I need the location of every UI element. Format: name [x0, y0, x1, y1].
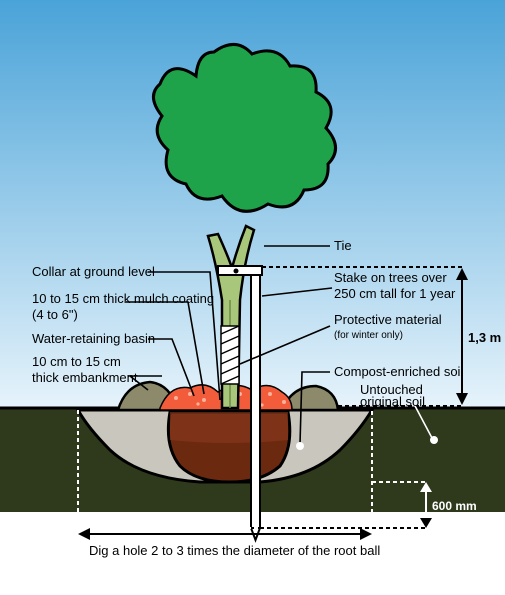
label-mulch-line2: (4 to 6"): [32, 307, 78, 322]
embankment-right: [280, 384, 340, 412]
depth-arrow-up: [420, 482, 432, 492]
label-untouched-line2: original soil: [360, 394, 425, 409]
label-height: 1,3 m: [468, 330, 501, 345]
compost-marker: [296, 442, 304, 450]
leader-embankment: [127, 375, 162, 391]
height-arrow-up: [456, 268, 468, 280]
label-stake-line1: Stake on trees over: [334, 270, 447, 285]
label-embankment-line2: thick embankment: [32, 370, 138, 385]
tie: [217, 265, 263, 276]
leader-basin: [148, 338, 195, 397]
width-arrow-left: [78, 528, 90, 540]
label-stake-line2: 250 cm tall for 1 year: [334, 286, 456, 301]
leader-mulch: [126, 301, 205, 395]
label-protective-line2: (for winter only): [334, 330, 403, 341]
label-tie: Tie: [334, 238, 352, 253]
label-compost: Compost-enriched soil: [334, 364, 463, 379]
tie-knot: [233, 268, 239, 274]
canopy: [152, 43, 337, 213]
label-protective-line1: Protective material: [334, 312, 442, 327]
label-embankment-line1: 10 cm to 15 cm: [32, 354, 121, 369]
leader-protective: [239, 325, 331, 365]
stake: [250, 265, 261, 529]
leader-untouched: [413, 403, 433, 439]
height-arrow-down: [456, 393, 468, 405]
label-collar: Collar at ground level: [32, 264, 155, 279]
width-arrow-right: [360, 528, 372, 540]
label-depth: 600 mm: [432, 499, 477, 513]
root-ball-top: [170, 412, 288, 443]
protective-wrap: [220, 325, 240, 385]
depth-arrow-down: [420, 518, 432, 528]
label-basin: Water-retaining basin: [32, 331, 155, 346]
hole-outline: [77, 410, 373, 529]
label-hole: Dig a hole 2 to 3 times the diameter of …: [89, 543, 380, 558]
untouched-marker: [430, 436, 438, 444]
label-untouched-line1: Untouched: [360, 382, 423, 397]
leader-compost: [299, 371, 330, 445]
label-mulch-line1: 10 to 15 cm thick mulch coating: [32, 291, 214, 306]
leader-stake: [261, 287, 333, 297]
leader-collar: [148, 271, 221, 401]
